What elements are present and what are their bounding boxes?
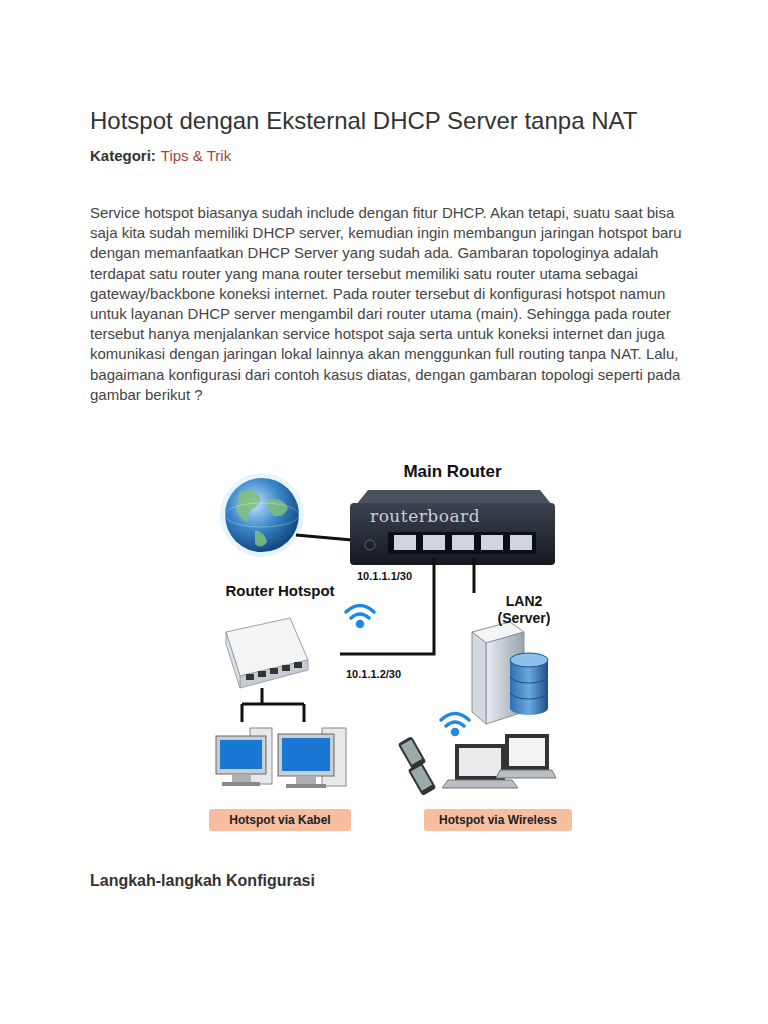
section-heading: Langkah-langkah Konfigurasi [90,872,315,890]
node-text: Hotspot via Wireless [424,809,572,831]
device-brand: routerboard [370,506,480,526]
ip-address: 10.1.1.2/30 [346,668,401,680]
network-cable [340,558,434,654]
ip-address: 10.1.1.1/30 [357,570,412,582]
node-text: Router Hotspot [220,582,340,599]
node-text: LAN2 (Server) [482,593,566,627]
page-title: Hotspot dengan Eksternal DHCP Server tan… [90,106,710,136]
wireless-devices [398,734,556,796]
main-router-device [350,490,555,565]
node-text: Hotspot via Kabel [209,809,351,831]
server-device [472,622,548,724]
label-box: Hotspot via Kabel [209,809,351,831]
body-paragraph: Service hotspot biasanya sudah include d… [90,203,690,405]
hotspot-router-device [226,618,308,688]
internet-wire [296,535,352,540]
node-text: Main Router [350,462,555,482]
server-node: LAN2 (Server) [466,593,566,727]
desktop-pc [278,728,346,788]
category-value: Tips & Trik [161,147,231,164]
internet-globe [225,478,299,552]
network-cable [473,558,476,593]
wifi-icon [346,606,469,735]
desktop-pc [216,728,272,786]
globe-halo [220,473,304,557]
label-box: Hotspot via Wireless [424,809,572,831]
lan-cable [242,688,304,722]
hotspot-router: Router Hotspot [220,582,340,690]
main-router: Main Router [350,462,555,568]
category-label: Kategori: [90,147,156,164]
